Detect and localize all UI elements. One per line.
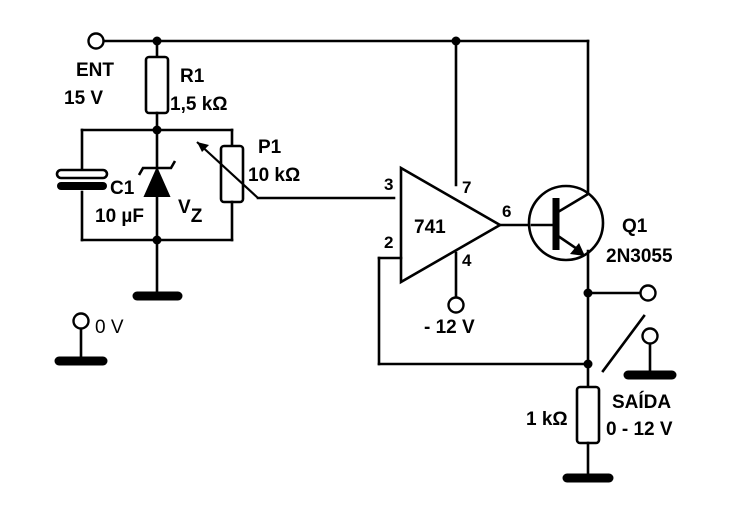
resistor-1k bbox=[562, 385, 614, 483]
transistor-q1 bbox=[527, 184, 605, 389]
output-range-label: 0 - 12 V bbox=[606, 419, 673, 440]
supply-rail bbox=[102, 36, 590, 198]
r1-value-label: 1,5 kΩ bbox=[170, 94, 228, 115]
c1-value-label: 10 µF bbox=[95, 206, 144, 227]
pin-2-label: 2 bbox=[384, 233, 393, 252]
pin-4-label: 4 bbox=[462, 251, 472, 270]
zero-volt-label: 0 V bbox=[95, 317, 124, 338]
zero-volt-terminal[interactable] bbox=[72, 312, 90, 330]
q1-name-label: Q1 bbox=[622, 216, 648, 237]
pin-6-label: 6 bbox=[502, 202, 511, 221]
output-ground-terminal[interactable] bbox=[641, 327, 659, 345]
potentiometer-p1 bbox=[196, 128, 396, 242]
input-name-label: ENT bbox=[76, 60, 114, 81]
opamp-model-label: 741 bbox=[414, 217, 446, 238]
output-terminal[interactable] bbox=[639, 284, 657, 302]
r-out-value-label: 1 kΩ bbox=[526, 409, 568, 430]
capacitor-c1 bbox=[55, 128, 109, 242]
resistor-r1 bbox=[144, 39, 170, 132]
output-indicator-line bbox=[601, 314, 646, 373]
pin-7-label: 7 bbox=[462, 178, 471, 197]
p1-name-label: P1 bbox=[258, 137, 282, 158]
r1-name-label: R1 bbox=[180, 66, 205, 87]
negative-supply-label: - 12 V bbox=[424, 317, 475, 338]
output-node bbox=[583, 288, 642, 298]
pin-3-label: 3 bbox=[384, 175, 393, 194]
c1-name-label: C1 bbox=[110, 178, 135, 199]
output-name-label: SAÍDA bbox=[612, 391, 671, 413]
zener-diode bbox=[137, 128, 177, 245]
p1-value-label: 10 kΩ bbox=[248, 165, 300, 186]
input-terminal[interactable] bbox=[87, 32, 105, 50]
input-voltage-label: 15 V bbox=[64, 88, 103, 109]
negative-supply-terminal[interactable] bbox=[447, 296, 465, 314]
q1-model-label: 2N3055 bbox=[606, 246, 673, 267]
opamp-741 bbox=[399, 165, 534, 300]
zener-ground bbox=[132, 238, 183, 301]
zener-voltage-label: VZ bbox=[178, 197, 203, 227]
